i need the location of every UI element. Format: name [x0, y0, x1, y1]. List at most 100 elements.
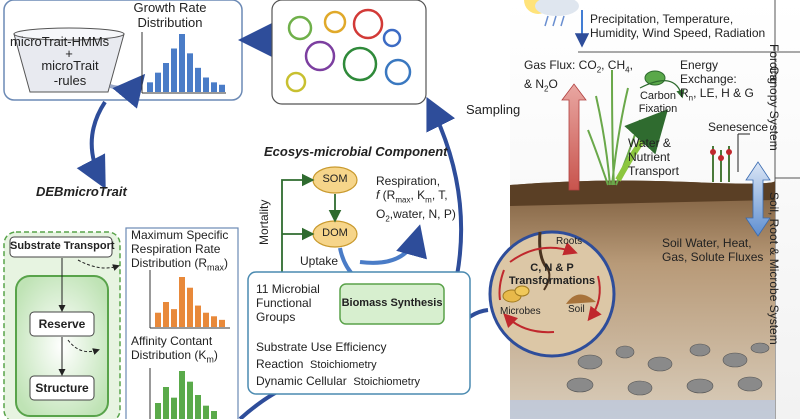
water-transport-arrow: [615, 109, 669, 182]
resp-line3-a: O: [376, 207, 386, 222]
histogram-bar: [179, 34, 185, 92]
plus-label: +: [65, 46, 73, 61]
water-transport-label: Water & Nutrient Transport: [628, 136, 679, 178]
energy-line2: Exchange:: [680, 72, 737, 86]
water-line2: Nutrient: [628, 150, 671, 164]
reaction-rest: Stoichiometry: [310, 359, 377, 371]
resp-sub-max: max: [395, 195, 411, 205]
energy-line1: Energy: [680, 58, 719, 72]
histogram-bar: [155, 312, 161, 327]
hmms-label: microTrait-HMMs: [10, 34, 110, 49]
histogram-bar: [155, 72, 161, 92]
carbon-fixation-label: Carbon Fixation: [630, 90, 686, 116]
histogram-bar: [187, 53, 193, 92]
bubble: [382, 28, 402, 48]
groups-line2: Functional: [256, 296, 312, 310]
km-line2-end: ): [213, 348, 218, 362]
resp-sub-m: m: [425, 195, 432, 205]
bubble: [285, 71, 307, 93]
dynamic-bold: Dynamic Cellular: [256, 374, 347, 388]
rmax-line3: Distribution (Rmax): [131, 256, 228, 274]
gas-flux-sub2: 4: [625, 65, 630, 75]
structure-box: [29, 375, 95, 401]
gas-flux-line2: & N2O: [524, 77, 633, 96]
histogram-bar: [155, 403, 161, 419]
roots-label: Roots: [556, 236, 583, 247]
km-label: Affinity Contant Distribution (Km): [131, 334, 218, 366]
gas-flux-label: Gas Flux: CO2, CH4, & N2O: [524, 58, 633, 97]
energy-line3-b: , LE, H & G: [693, 86, 754, 100]
respiration-label: Respiration, f (Rmax, Km, T, O2,water, N…: [376, 174, 456, 227]
km-line1: Affinity Contant: [131, 334, 213, 348]
resp-sub-2: 2: [385, 214, 390, 224]
km-subscript: m: [206, 354, 214, 365]
microbes-label: Microbes: [500, 306, 541, 317]
growth-rate-bars: [147, 34, 225, 92]
root-icon: [538, 231, 549, 270]
soil-label: Soil: [568, 304, 585, 315]
histogram-bar: [203, 312, 209, 327]
som-label: SOM: [322, 173, 348, 185]
soil-side-label: Soil, Root & Microbe System: [767, 192, 781, 345]
forcing-text: Precipitation, Temperature, Humidity, Wi…: [590, 12, 765, 40]
gas-flux-sub1: 2: [596, 65, 602, 75]
soil-flux-line2: Gas, Solute Fluxes: [662, 250, 764, 264]
gas-flux-line2-a: & N: [524, 77, 545, 92]
sue-label: Substrate Use Efficiency: [256, 340, 387, 354]
bubble: [323, 10, 347, 34]
soil-icon: [566, 294, 596, 304]
histogram-bar: [219, 319, 225, 327]
cnp-title: C, N & P Transformations: [502, 262, 602, 288]
rmax-line2: Respiration Rate: [131, 242, 221, 256]
energy-line3-a: R: [680, 86, 689, 100]
histogram-bar: [163, 302, 169, 327]
water-line1: Water &: [628, 136, 671, 150]
canopy-side-label: Canopy System: [767, 66, 781, 151]
histogram-bar: [171, 309, 177, 327]
rmax-line3-end: ): [224, 256, 229, 270]
gas-flux-line2-b: O: [548, 77, 558, 92]
leaf-icon: [644, 70, 666, 86]
histogram-bar: [211, 411, 217, 419]
resp-line2-b: (R: [379, 188, 396, 202]
groups-label: 11 Microbial Functional Groups: [256, 282, 320, 324]
rmax-subscript: max: [207, 262, 225, 273]
resp-line2-c: , K: [410, 188, 426, 202]
histogram-bar: [163, 63, 169, 92]
growth-rate-line1: Growth Rate: [133, 0, 207, 15]
histogram-bar: [195, 395, 201, 419]
histogram-bar: [147, 82, 153, 92]
biomass-label: Biomass Synthesis: [341, 297, 443, 309]
histogram-bar: [171, 397, 177, 419]
reserve-box: [29, 311, 95, 337]
histogram-bar: [187, 381, 193, 419]
soil-flux-label: Soil Water, Heat, Gas, Solute Fluxes: [662, 236, 763, 264]
histogram-bar: [187, 287, 193, 327]
soil-flux-line1: Soil Water, Heat,: [662, 236, 752, 250]
rmax-label: Maximum Specific Respiration Rate Distri…: [131, 228, 228, 274]
resp-f: f: [376, 188, 380, 202]
gas-flux-line1: Gas Flux: CO2, CH4,: [524, 58, 633, 77]
senesence-label: Senesence: [708, 120, 769, 134]
histogram-bar: [163, 387, 169, 419]
gas-flux-line1-a: Gas Flux: CO: [524, 58, 597, 72]
cloud-icon: [535, 0, 579, 16]
ecosys-title: Ecosys-microbial Component: [264, 144, 448, 159]
cnp-title-line1: C, N & P: [530, 262, 574, 274]
histogram-bar: [179, 371, 185, 419]
reaction-bold: Reaction: [256, 357, 304, 371]
sampling-label: Sampling: [466, 102, 521, 117]
reserve-label: Reserve: [38, 317, 86, 331]
groups-line3: Groups: [256, 310, 296, 324]
bubble: [304, 40, 336, 72]
gas-flux-line1-b: , CH: [601, 58, 626, 72]
deb-title: DEBmicroTrait: [36, 184, 127, 199]
histogram-bar: [203, 77, 209, 92]
histogram-bar: [219, 84, 225, 92]
bubble: [384, 58, 412, 86]
substrate-transport-label: Substrate Transport: [10, 240, 115, 252]
soil-flux-arrow: [745, 161, 771, 237]
histogram-bar: [171, 48, 177, 92]
rules-line1: microTrait: [41, 58, 99, 73]
